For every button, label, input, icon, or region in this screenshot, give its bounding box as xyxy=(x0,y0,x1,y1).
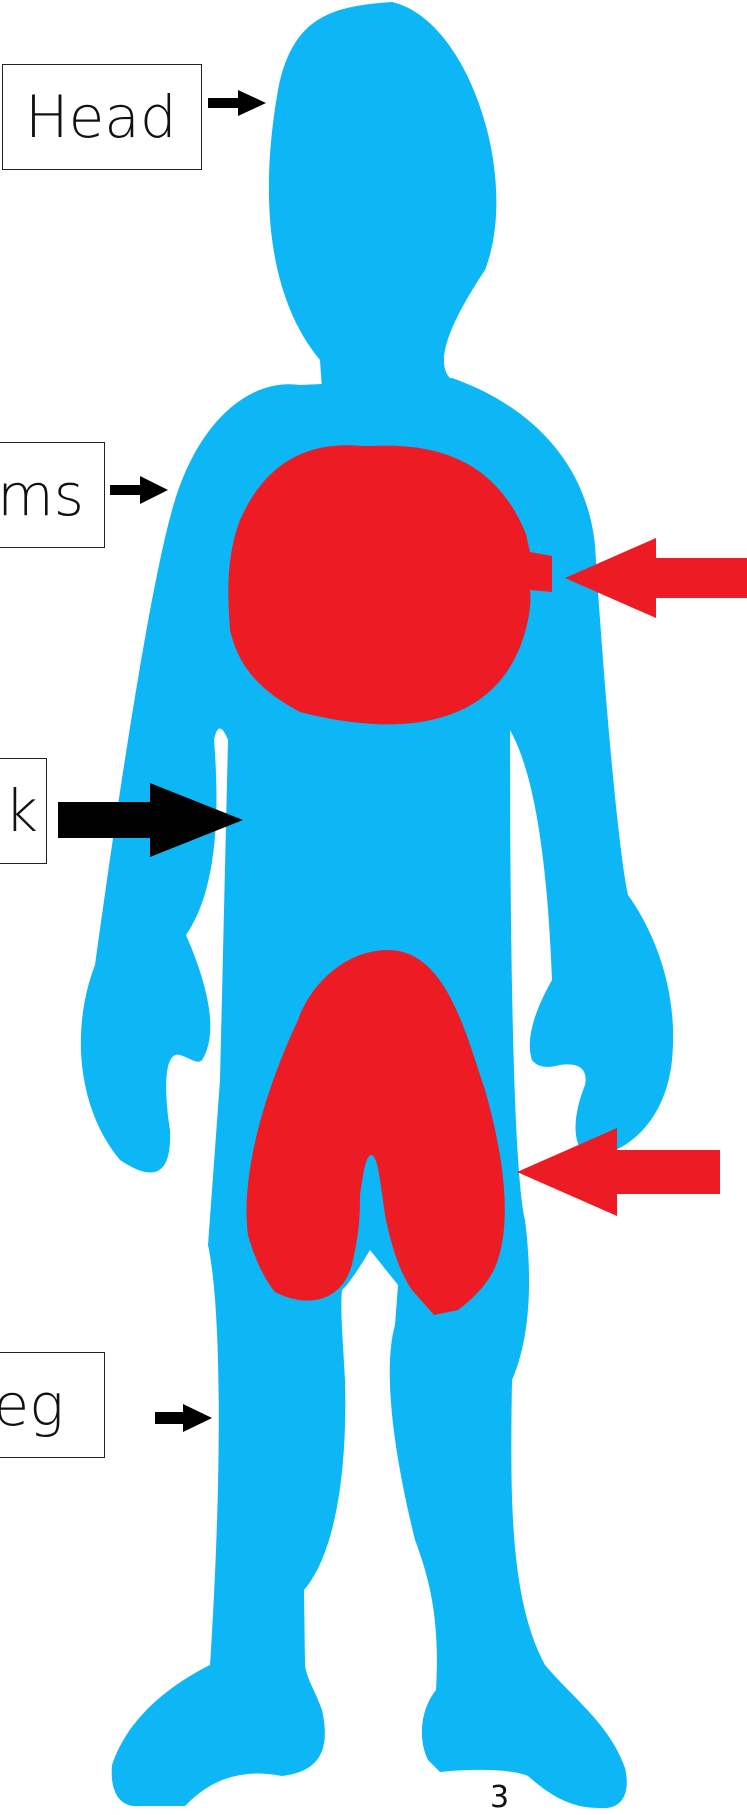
arms-arrow-icon xyxy=(110,476,168,504)
trunk-label: Trunk xyxy=(0,777,38,845)
head-label: Head xyxy=(25,83,177,151)
head-shape xyxy=(269,2,496,390)
arms-label: Arms xyxy=(0,461,84,529)
arms-label-box: Arms xyxy=(0,442,105,548)
body-silhouette xyxy=(81,2,673,1808)
leg-label: Leg xyxy=(0,1371,64,1439)
head-arrow-icon xyxy=(208,90,266,116)
head-label-box: Head xyxy=(2,64,202,170)
trunk-label-box: Trunk xyxy=(0,758,47,864)
leg-label-box: Leg xyxy=(0,1352,105,1458)
leg-arrow-icon xyxy=(155,1404,212,1432)
